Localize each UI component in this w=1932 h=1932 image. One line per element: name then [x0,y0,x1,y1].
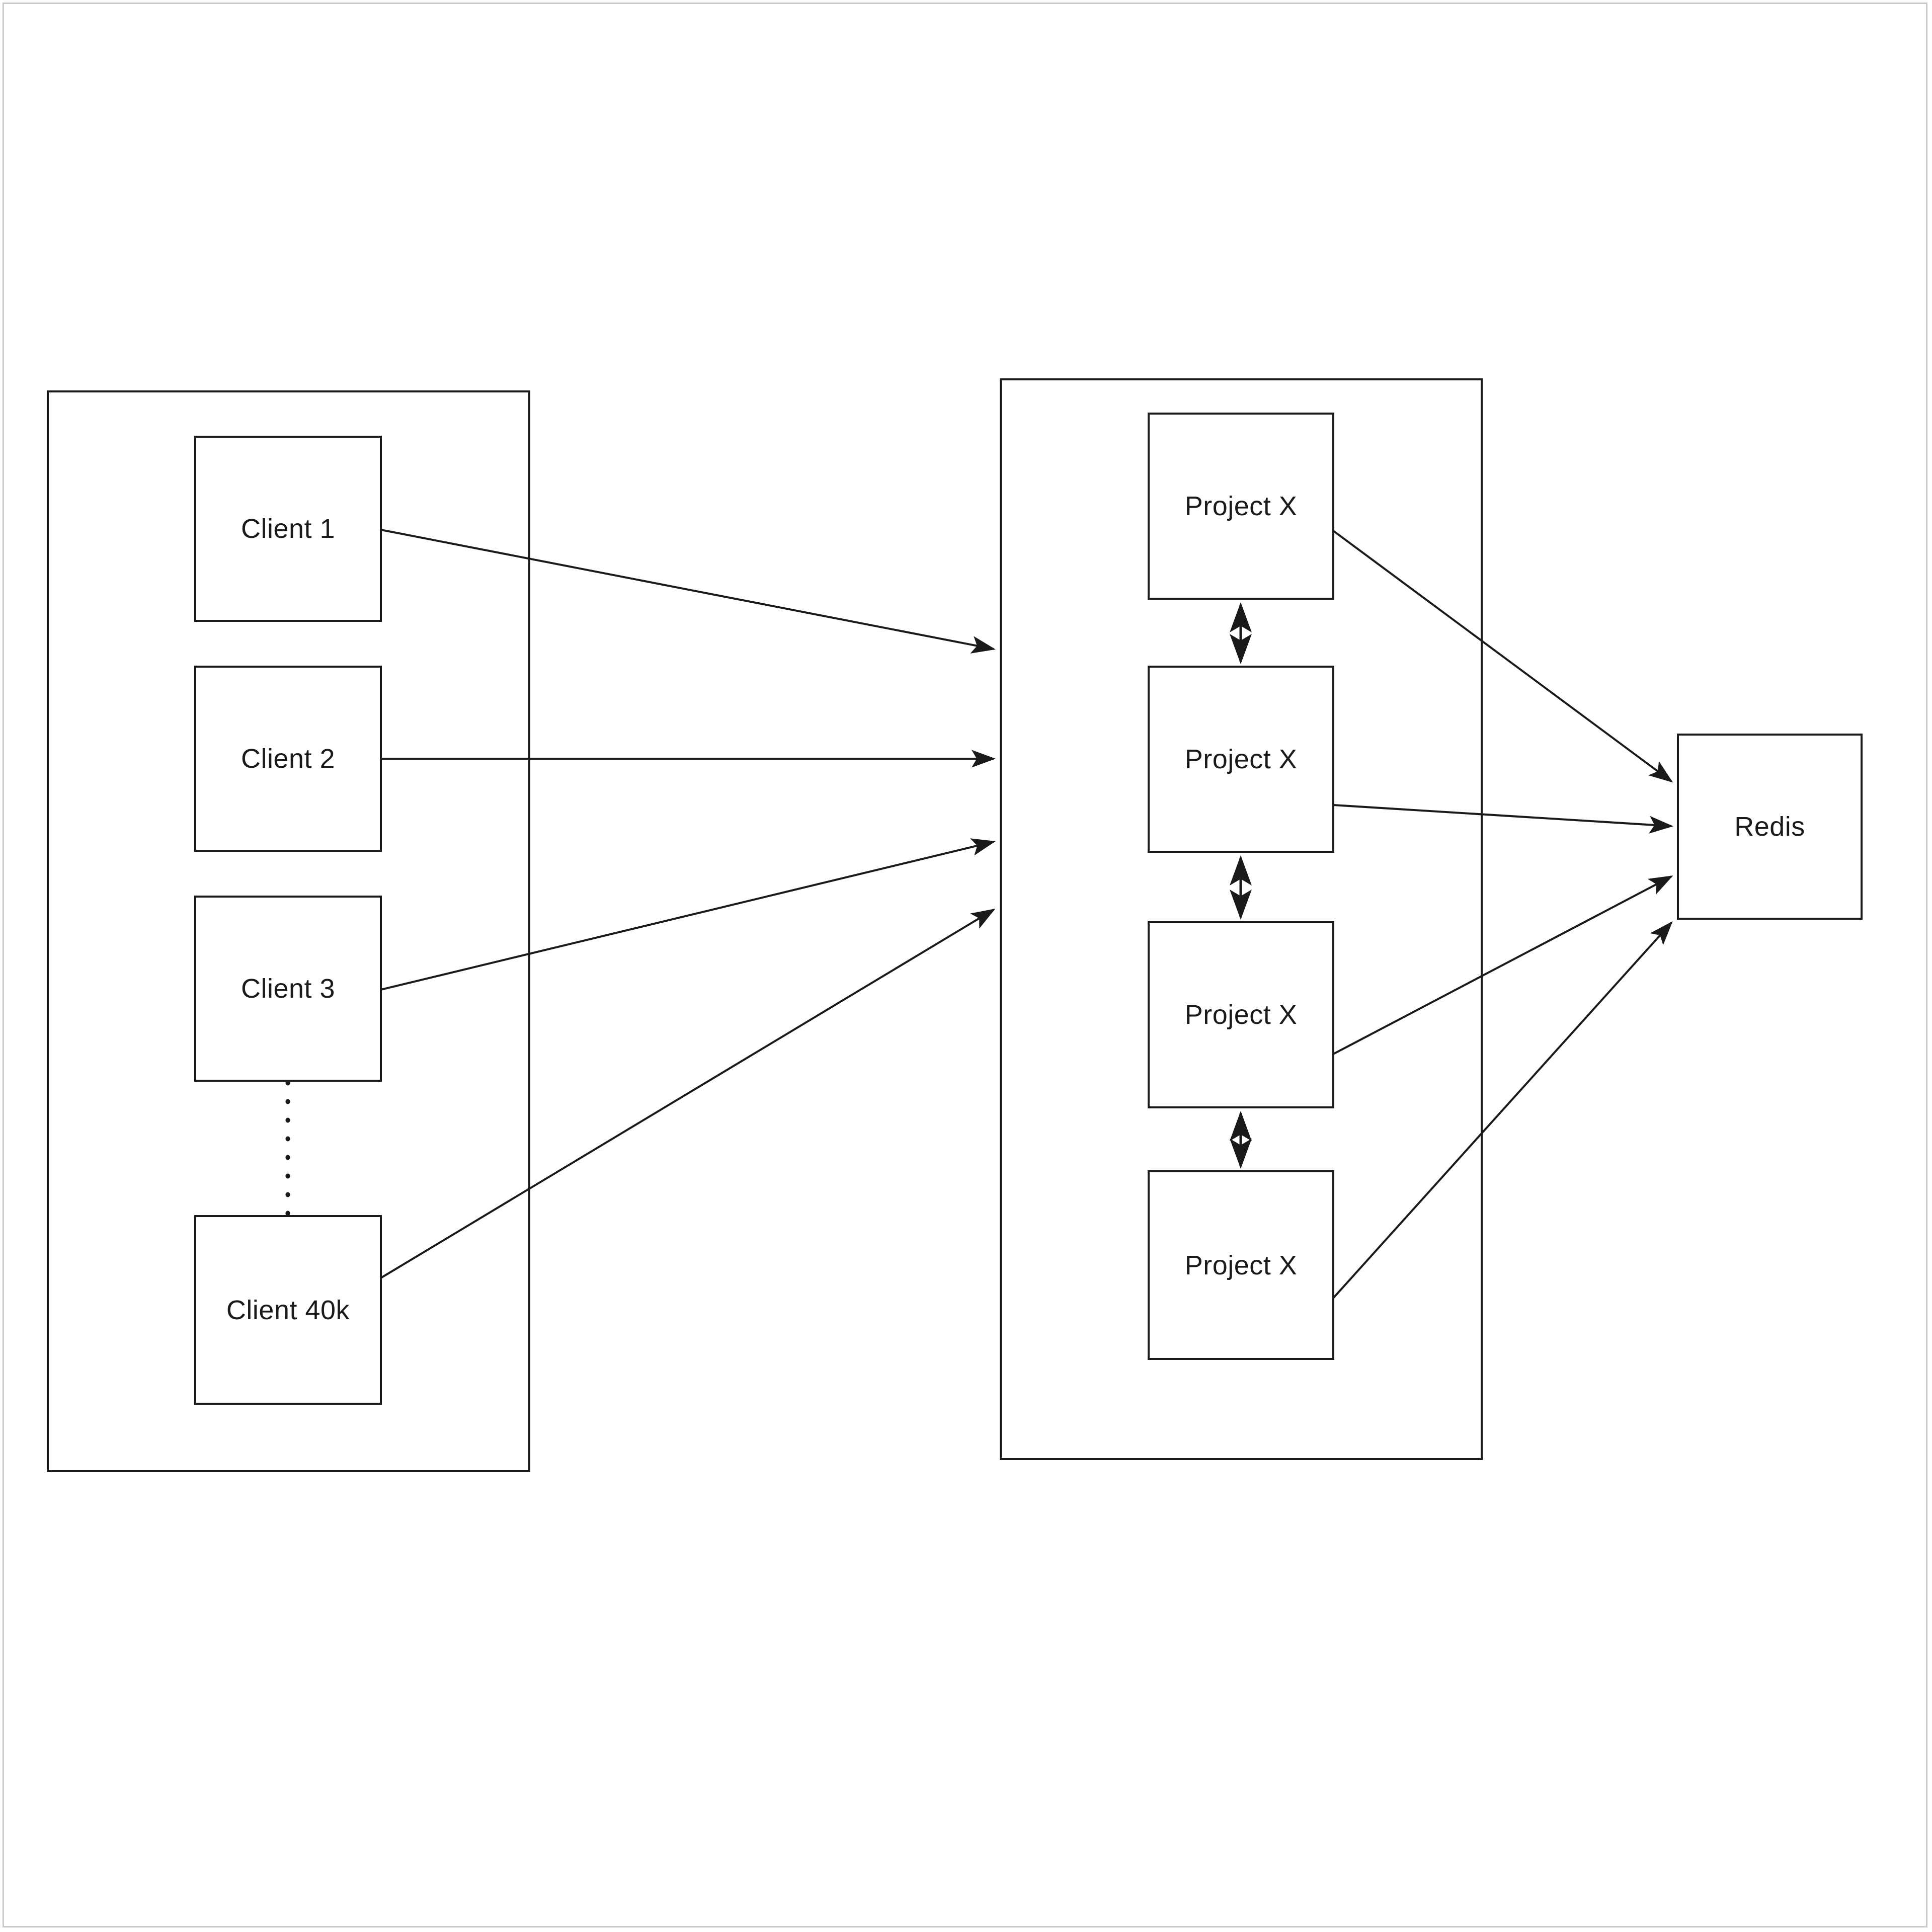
edge-client1-to-projects[interactable] [380,529,996,654]
page-border [3,3,1927,1927]
node-box-client-2[interactable] [194,666,382,852]
edge-client3-to-projects[interactable] [380,838,996,991]
edge-projectx3-redis[interactable] [1333,875,1673,1055]
node-box-client-40k[interactable] [194,1215,382,1405]
edge-projectx1-redis[interactable] [1332,530,1673,783]
projects-group-box[interactable] [1000,378,1483,1460]
edge-projectx4-redis[interactable] [1332,921,1673,1299]
node-box-client-1[interactable] [194,436,382,622]
node-box-redis[interactable] [1677,734,1863,920]
node-box-project-x-1[interactable] [1148,413,1334,600]
clients-group-box[interactable] [47,390,530,1472]
edge-client40k-to-projects[interactable] [380,908,996,1279]
node-box-project-x-3[interactable] [1148,921,1334,1108]
node-box-project-x-2[interactable] [1148,666,1334,853]
node-box-project-x-4[interactable] [1148,1170,1334,1360]
node-box-client-3[interactable] [194,896,382,1082]
edge-projectx2-redis[interactable] [1333,804,1673,834]
